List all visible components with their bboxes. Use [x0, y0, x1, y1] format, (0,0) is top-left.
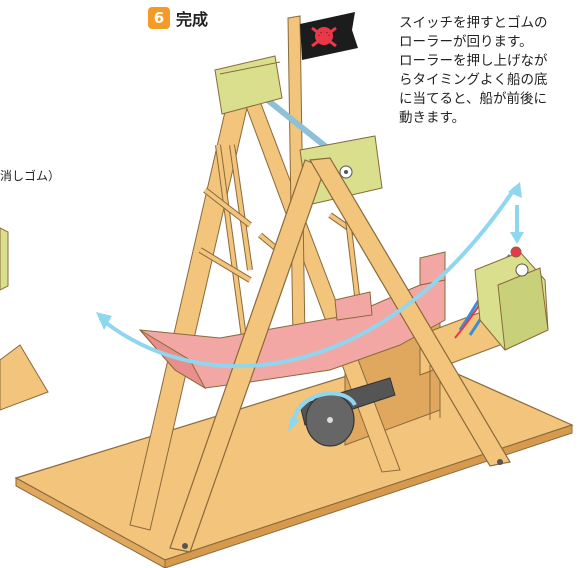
top-panel-left	[214, 55, 283, 115]
eraser-label: 消しゴム）	[0, 169, 61, 183]
boat-hull	[138, 251, 446, 390]
pirate-flag	[300, 12, 358, 60]
front-a-frame	[169, 157, 511, 553]
step-number-badge: 6	[148, 7, 170, 29]
swing-arrows	[96, 182, 524, 432]
description-caption: スイッチを押すとゴムの ローラーが回ります。 ローラーを押し上げなが らタイミン…	[399, 15, 548, 126]
step-title: 完成	[176, 10, 209, 29]
previous-step-fragment	[0, 227, 49, 411]
switch-box	[474, 246, 549, 351]
drive-roller	[299, 377, 396, 447]
step-header: 6 完成	[148, 6, 208, 30]
